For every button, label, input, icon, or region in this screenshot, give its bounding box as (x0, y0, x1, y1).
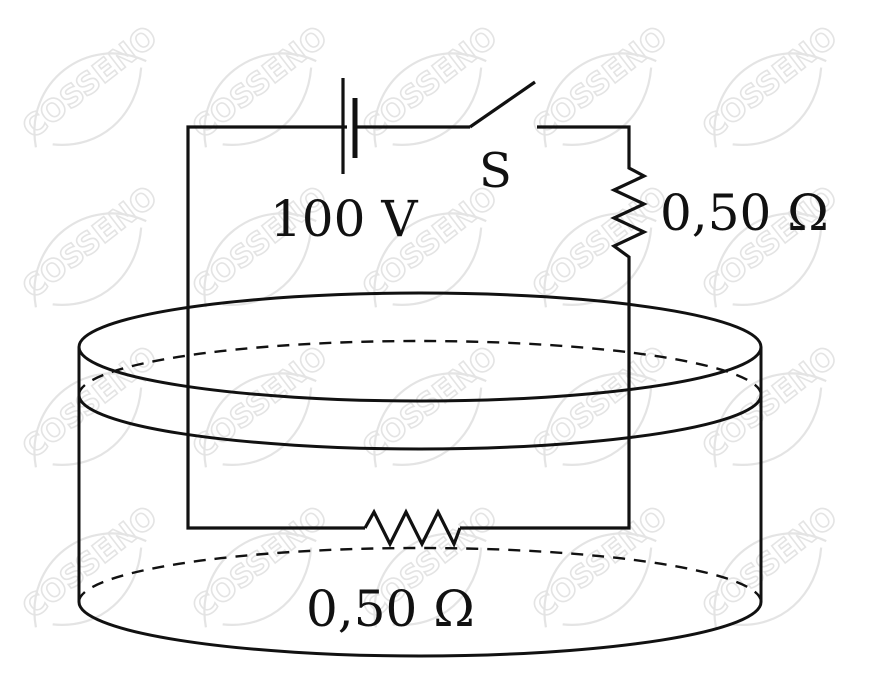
immersed-resistor-label: 0,50 Ω (306, 580, 475, 638)
watermark-swoosh (713, 372, 827, 468)
watermark-swoosh (373, 532, 487, 628)
watermark-logo: COSSENO (525, 19, 675, 148)
watermark-text: COSSENO (16, 500, 164, 626)
watermark-text: COSSENO (526, 180, 674, 306)
watermark-layer: COSSENOCOSSENOCOSSENOCOSSENOCOSSENOCOSSE… (15, 19, 845, 628)
watermark-logo: COSSENO (695, 339, 845, 468)
water-surface-back (77, 339, 763, 396)
watermark-swoosh (373, 212, 487, 308)
watermark-text: COSSENO (696, 20, 844, 146)
water-surface-front (77, 394, 763, 451)
watermark-text: COSSENO (696, 500, 844, 626)
watermark-logo: COSSENO (15, 179, 165, 308)
watermark-swoosh (33, 532, 147, 628)
left-wire (186, 125, 365, 530)
watermark-swoosh (713, 52, 827, 148)
watermark-logo: COSSENO (15, 19, 165, 148)
immersed-resistor (363, 508, 462, 548)
external-resistor (610, 160, 648, 265)
container-bottom-back (77, 546, 763, 603)
watermark-text: COSSENO (16, 20, 164, 146)
watermark-swoosh (33, 212, 147, 308)
top-right-wire (537, 125, 631, 160)
battery-label: 100 V (270, 190, 418, 248)
watermark-text: COSSENO (696, 340, 844, 466)
watermark-logo: COSSENO (525, 499, 675, 628)
watermark-text: COSSENO (526, 500, 674, 626)
container-rim (77, 291, 763, 403)
watermark-logo: COSSENO (15, 499, 165, 628)
container-bottom-front (77, 601, 763, 658)
watermark-logo: COSSENO (185, 19, 335, 148)
watermark-swoosh (713, 212, 827, 308)
watermark-text: COSSENO (16, 340, 164, 466)
switch-label: S (479, 143, 512, 199)
container-vessel (77, 291, 763, 658)
watermark-text: COSSENO (16, 180, 164, 306)
watermark-swoosh (373, 372, 487, 468)
watermark-logo: COSSENO (525, 339, 675, 468)
watermark-text: COSSENO (526, 340, 674, 466)
watermark-swoosh (203, 532, 317, 628)
watermark-swoosh (543, 532, 657, 628)
watermark-logo: COSSENO (355, 339, 505, 468)
watermark-swoosh (543, 212, 657, 308)
watermark-logo: COSSENO (185, 339, 335, 468)
watermark-logo: COSSENO (695, 19, 845, 148)
watermark-swoosh (33, 52, 147, 148)
watermark-swoosh (203, 212, 317, 308)
watermark-swoosh (713, 532, 827, 628)
switch-lever (469, 80, 536, 129)
external-resistor-label: 0,50 Ω (660, 184, 829, 242)
circuit (186, 78, 648, 548)
right-wire (460, 265, 631, 530)
